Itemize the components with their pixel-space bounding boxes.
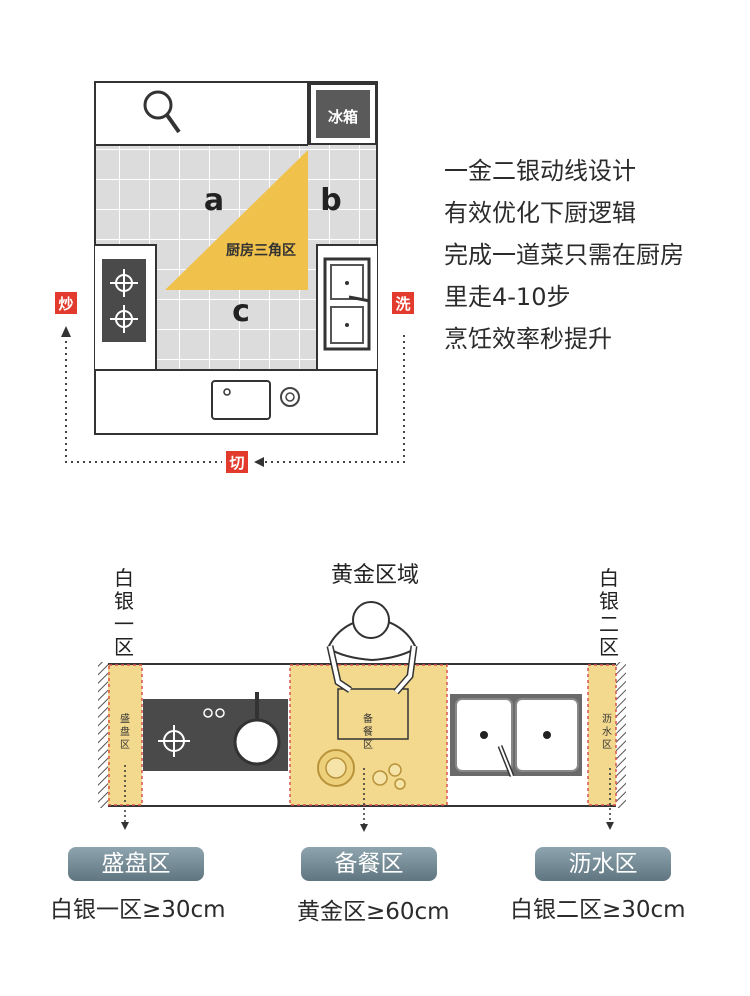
- svg-text:区: 区: [363, 739, 373, 751]
- burner-icon: [110, 269, 138, 333]
- badge-fry-text: 炒: [58, 295, 73, 313]
- svg-text:盘: 盘: [120, 725, 130, 738]
- svg-text:一: 一: [114, 612, 134, 636]
- zone-pill-drain: 沥水区: [535, 847, 671, 881]
- right-wall: [616, 662, 626, 808]
- svg-text:白: 白: [114, 566, 134, 590]
- zone-requirement: 白银一区≥30cm: [50, 897, 226, 923]
- gold-zone-title: 黄金区域: [331, 563, 419, 588]
- prep-board: [337, 688, 409, 740]
- work-flow-path: [65, 335, 405, 463]
- zone-requirement: 黄金区≥60cm: [297, 899, 450, 925]
- arrow-down-icon: [360, 824, 368, 832]
- svg-text:区: 区: [599, 635, 619, 659]
- badge-cut-text: 切: [229, 454, 244, 472]
- zone-right-small-label: 沥 水 区: [602, 713, 612, 751]
- badge-wash-text: 洗: [395, 295, 410, 313]
- zone-left-small-label: 盛 盘 区: [120, 712, 130, 751]
- floor-plan: [94, 81, 378, 435]
- sink: [323, 257, 371, 351]
- vegetables-icon: [372, 763, 406, 790]
- svg-text:沥: 沥: [602, 713, 612, 725]
- svg-text:备: 备: [363, 712, 373, 725]
- svg-text:盛: 盛: [120, 712, 130, 725]
- counter-burner-icon: [158, 725, 190, 757]
- svg-text:餐: 餐: [363, 725, 373, 738]
- plate-icon: [317, 749, 355, 787]
- description-line: 有效优化下厨逻辑: [444, 199, 636, 227]
- arrow-down-icon: [606, 822, 614, 830]
- pan-icon: [143, 90, 181, 134]
- zone-b-label: b: [320, 183, 341, 218]
- right-vertical-label: 白 银 二 区: [599, 566, 619, 659]
- zone-pill-plating: 盛盘区: [68, 847, 204, 881]
- counter-layout: [98, 601, 626, 832]
- arrow-up-icon: [61, 326, 71, 337]
- left-vertical-label: 白 银 一 区: [114, 566, 134, 659]
- svg-text:银: 银: [114, 589, 134, 613]
- description-line: 里走4-10步: [444, 283, 571, 311]
- arrow-left-icon: [254, 457, 264, 467]
- left-wall: [98, 662, 108, 808]
- svg-text:银: 银: [599, 589, 619, 613]
- kitchen-triangle: [165, 150, 308, 290]
- svg-text:区: 区: [120, 739, 130, 751]
- fridge-body: [316, 90, 370, 138]
- description-line: 一金二银动线设计: [444, 157, 636, 185]
- zone-pill-prep: 备餐区: [301, 847, 437, 881]
- svg-text:水: 水: [602, 726, 612, 738]
- zone-right: [588, 665, 616, 805]
- svg-text:白: 白: [599, 566, 619, 590]
- zone-c-label: c: [232, 294, 250, 329]
- description-line: 烹饪效率秒提升: [444, 325, 612, 353]
- description-line: 完成一道菜只需在厨房: [444, 241, 684, 269]
- badge-fry: [55, 292, 77, 314]
- cutting-board: [211, 380, 300, 420]
- description-block: 一金二银动线设计 有效优化下厨逻辑 完成一道菜只需在厨房 里走4-10步 烹饪效…: [444, 150, 744, 360]
- zone-mid-small-label: 备 餐 区: [363, 712, 373, 751]
- zone-requirement: 白银二区≥30cm: [510, 897, 686, 923]
- svg-text:区: 区: [114, 635, 134, 659]
- badge-wash: [392, 292, 414, 314]
- svg-text:区: 区: [602, 739, 612, 751]
- arrow-down-icon: [121, 822, 129, 830]
- person-icon: [326, 601, 418, 695]
- fridge-label: 冰箱: [328, 108, 358, 126]
- svg-text:二: 二: [599, 612, 619, 636]
- triangle-label: 厨房三角区: [226, 242, 296, 259]
- zone-a-label: a: [204, 183, 224, 218]
- counter-pot-icon: [233, 692, 281, 766]
- badge-cut: [226, 451, 248, 473]
